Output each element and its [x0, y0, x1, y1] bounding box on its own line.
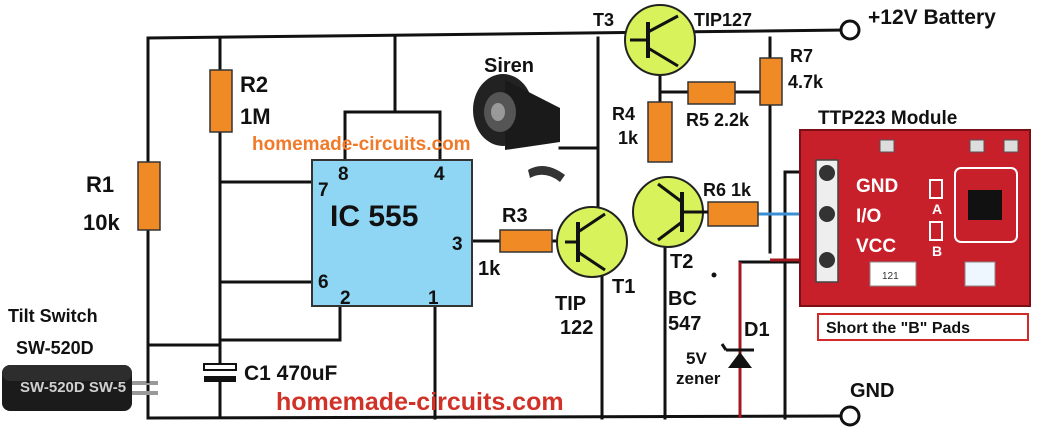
pin-6: 6 — [318, 272, 329, 293]
module-chip-label: 121 — [882, 271, 899, 282]
zener-value: 5V — [686, 349, 707, 368]
tilt-switch-model: SW-520D — [16, 338, 94, 358]
watermark-top: homemade-circuits.com — [252, 134, 471, 155]
siren-icon — [473, 74, 565, 182]
supply-label: +12V Battery — [868, 6, 996, 29]
ic-555-body — [311, 159, 473, 307]
pin-2: 2 — [340, 288, 351, 309]
tip127-label: TIP127 — [694, 10, 752, 30]
tilt-switch-title: Tilt Switch — [8, 306, 98, 326]
resistor-r6 — [707, 201, 759, 227]
r2-value: 1M — [240, 104, 271, 129]
r4-name: R4 — [612, 104, 635, 124]
module-title: TTP223 Module — [818, 108, 957, 129]
t3-label: T3 — [593, 10, 614, 30]
wires — [146, 28, 847, 420]
t2-type-line2: 547 — [668, 313, 701, 335]
capacitor-c1 — [203, 345, 237, 418]
resistor-r1 — [137, 161, 161, 231]
r1-name: R1 — [86, 172, 114, 197]
ground-terminal — [839, 405, 861, 427]
pin-4: 4 — [434, 164, 445, 185]
resistor-r3 — [499, 229, 553, 253]
t1-label: T1 — [612, 276, 635, 298]
c1-label: C1 470uF — [244, 362, 338, 385]
note-text: Short the "B" Pads — [826, 320, 970, 337]
r7-name: R7 — [790, 46, 813, 66]
ic-label: IC 555 — [330, 200, 418, 233]
zener-type: zener — [676, 369, 721, 388]
pin-7: 7 — [318, 180, 329, 201]
pin-8: 8 — [338, 164, 349, 185]
resistor-r7 — [759, 57, 783, 106]
module-pin-io: I/O — [856, 206, 881, 227]
tilt-switch-print: SW-520D SW-5 — [20, 379, 126, 396]
r7-value: 4.7k — [788, 72, 824, 92]
watermark-bottom: homemade-circuits.com — [276, 388, 564, 416]
r5-label: R5 2.2k — [686, 110, 750, 130]
supply-terminal — [839, 19, 861, 41]
transistor-t2 — [632, 176, 708, 248]
d1-label: D1 — [744, 319, 770, 341]
ttp223-module — [799, 129, 1031, 307]
resistor-r2 — [209, 69, 233, 133]
gnd-label: GND — [850, 380, 894, 402]
r3-value: 1k — [478, 258, 501, 280]
module-pin-vcc: VCC — [856, 236, 896, 257]
transistor-t3 — [624, 4, 696, 76]
module-pad-a: A — [932, 201, 942, 217]
resistor-r4 — [647, 101, 673, 163]
tilt-switch — [2, 345, 158, 411]
t1-type-line1: TIP — [555, 293, 586, 315]
t2-type-line1: BC — [668, 288, 697, 310]
transistor-t1 — [556, 206, 628, 278]
r2-name: R2 — [240, 72, 268, 97]
pin-3: 3 — [452, 234, 463, 255]
t2-label: T2 — [670, 251, 693, 273]
siren-label: Siren — [484, 55, 534, 77]
t1-type-line2: 122 — [560, 317, 593, 339]
resistor-r5 — [687, 81, 736, 105]
note-box — [817, 313, 1029, 341]
r1-value: 10k — [83, 210, 120, 235]
pin-1: 1 — [428, 288, 439, 309]
module-pin-gnd: GND — [856, 176, 898, 197]
zener-diode-icon — [711, 272, 754, 368]
r4-value: 1k — [618, 128, 639, 148]
r3-name: R3 — [502, 205, 528, 227]
r6-label: R6 1k — [703, 180, 752, 200]
module-pad-b: B — [932, 243, 942, 259]
